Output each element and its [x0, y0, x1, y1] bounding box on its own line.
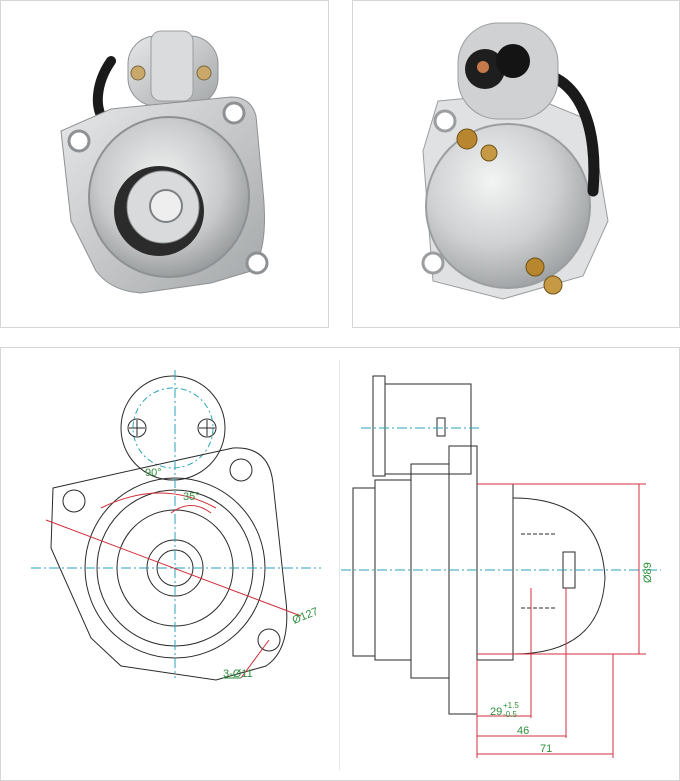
mount-hole-icon	[433, 109, 457, 133]
motor-body	[425, 123, 591, 289]
screw-icon	[127, 418, 147, 438]
dim-71-label: 71	[540, 743, 552, 755]
solenoid-outline	[120, 375, 226, 481]
dim-29-upper-tol: +1.5	[503, 701, 519, 710]
mount-hole-icon	[62, 489, 86, 513]
screw-icon	[196, 65, 212, 81]
angle-90-arc	[100, 492, 217, 509]
nose-side	[352, 487, 376, 657]
dim-46-label: 46	[517, 725, 529, 737]
mount-hole-icon	[229, 458, 253, 482]
dimension-drawing: 90° 35° Ø127 3-Ø11	[31, 370, 661, 758]
mount-hole-icon	[67, 129, 91, 153]
solenoid-body-side	[384, 383, 472, 475]
drawing-divider	[339, 360, 340, 770]
mounting-plate-side	[448, 445, 478, 715]
terminal-boot	[496, 44, 530, 78]
solenoid-body	[150, 30, 194, 102]
rear-view-photo-panel	[352, 0, 680, 328]
hole-leader	[240, 639, 270, 679]
mount-hole-icon	[421, 251, 445, 275]
brass-terminal-icon	[480, 144, 498, 162]
body-diameter-label: Ø89	[642, 562, 654, 583]
starter-rear-photo	[421, 22, 609, 300]
front-view-photo-panel	[0, 0, 329, 328]
mount-hole-icon	[245, 251, 269, 275]
screw-icon	[130, 65, 146, 81]
angle-35-arc	[170, 505, 212, 514]
mount-hole-icon	[222, 101, 246, 125]
mount-holes-label: 3-Ø11	[223, 668, 253, 680]
mount-hole-icon	[257, 628, 281, 652]
angle-35-label: 35°	[183, 491, 200, 503]
brass-terminal-icon	[525, 257, 545, 277]
brass-terminal-icon	[543, 275, 563, 295]
pinion-gear-icon	[149, 189, 183, 223]
brass-terminal-icon	[456, 128, 478, 150]
angle-90-label: 90°	[145, 467, 162, 479]
dim-29-lower-tol: -0.5	[503, 710, 517, 719]
starter-front-photo	[60, 30, 269, 294]
dim-29-label: 29	[490, 706, 502, 718]
flange-diameter-label: Ø127	[291, 606, 320, 627]
end-cap-side	[512, 497, 606, 655]
motor-frame-side	[476, 483, 514, 661]
screw-icon	[197, 418, 217, 438]
flange-outline	[50, 447, 288, 681]
diameter-127-line	[45, 519, 302, 617]
technical-drawing-panel: 90° 35° Ø127 3-Ø11	[0, 347, 680, 781]
solenoid-flange-side	[372, 375, 386, 477]
terminal-icon	[477, 61, 489, 73]
